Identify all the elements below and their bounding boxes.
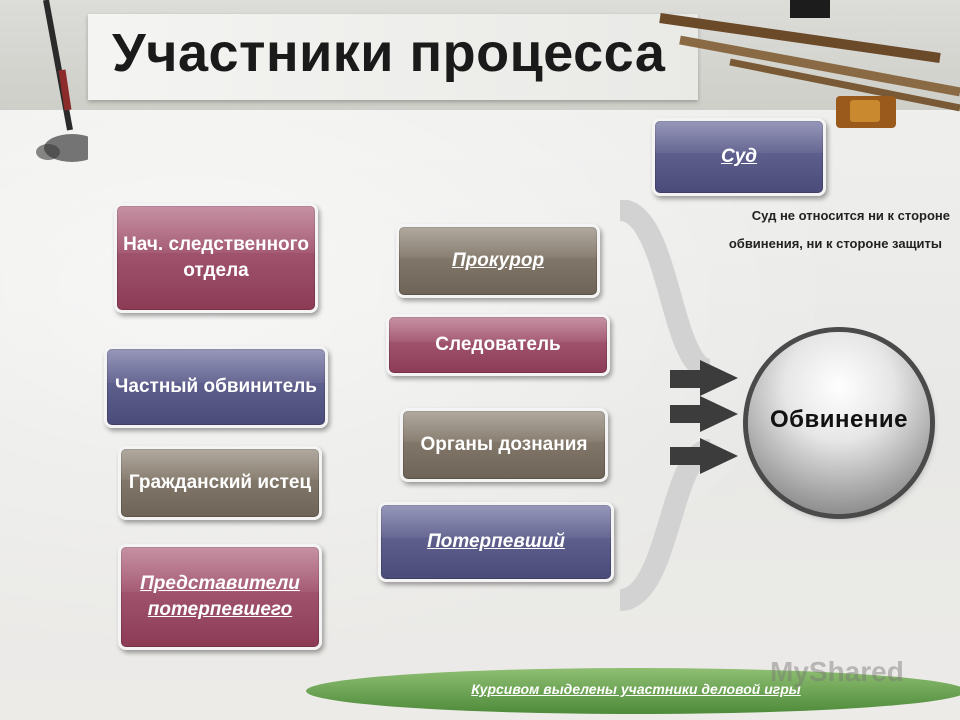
- prosecutor-box[interactable]: Прокурор: [396, 224, 600, 298]
- victim-box[interactable]: Потерпевший: [378, 502, 614, 582]
- prosecutor-label: Прокурор: [451, 250, 545, 271]
- investigator-box[interactable]: Следователь: [386, 314, 610, 376]
- prosecution-label: Обвинение: [770, 406, 908, 433]
- victim-label: Потерпевший: [427, 531, 565, 552]
- inquiry-bodies-label: Органы дознания: [420, 434, 588, 455]
- title-plate: [88, 14, 698, 100]
- private-prosecutor-label: Частный обвинитель: [115, 376, 317, 397]
- watermark-logo: MyShared: [770, 656, 904, 687]
- court-box[interactable]: Суд: [652, 118, 826, 196]
- victim-representatives-label: Представители потерпевшего: [140, 573, 300, 620]
- civil-plaintiff-label: Гражданский истец: [128, 472, 312, 493]
- prosecution-sphere[interactable]: [748, 332, 930, 514]
- inquiry-bodies-box[interactable]: Органы дознания: [400, 408, 608, 482]
- private-prosecutor-box[interactable]: Частный обвинитель: [104, 346, 328, 428]
- court-note-line1: Суд не относится ни к стороне: [751, 208, 950, 223]
- court-label: Суд: [720, 146, 758, 167]
- head-investigation-box[interactable]: Нач. следственного отдела: [114, 203, 318, 313]
- investigator-label: Следователь: [435, 334, 561, 355]
- footer-note: Курсивом выделены участники деловой игры: [471, 681, 801, 697]
- brushes-gavel-icon: [659, 0, 960, 128]
- civil-plaintiff-box[interactable]: Гражданский истец: [118, 446, 322, 520]
- footer-banner: [306, 668, 960, 714]
- victim-representatives-box[interactable]: Представители потерпевшего: [118, 544, 322, 650]
- brush-icon: [36, 0, 88, 162]
- head-investigation-label: Нач. следственного отдела: [123, 234, 309, 281]
- page-title: Участники процесса: [112, 23, 666, 83]
- connector-arrows: [617, 200, 738, 611]
- court-note-line2: обвинения, ни к стороне защиты: [728, 236, 942, 251]
